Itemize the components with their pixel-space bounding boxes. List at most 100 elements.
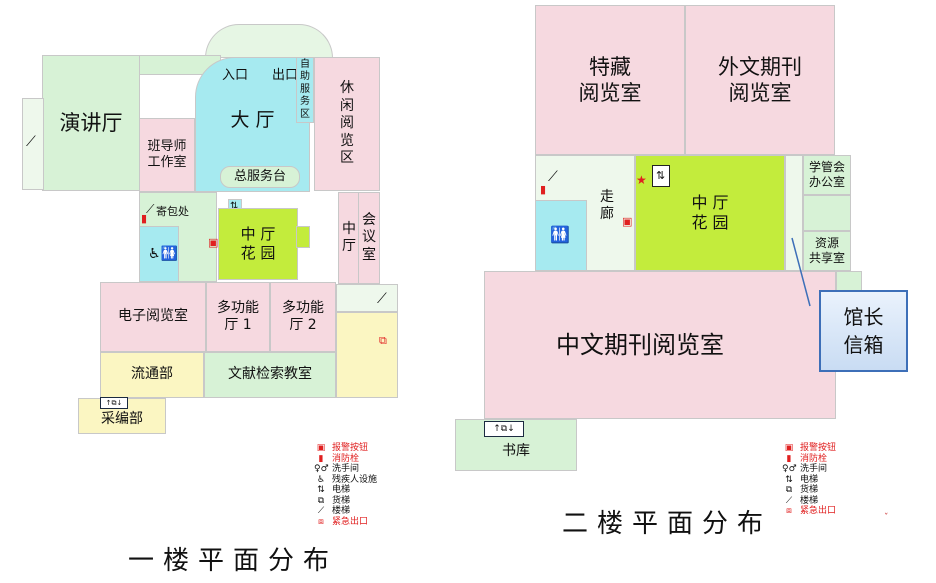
legend-row: ♀♂洗手间 (314, 464, 377, 475)
floor1-title: 一楼平面分布 (128, 546, 339, 576)
corner-mark-icon: ˇ (884, 513, 889, 523)
restroom-icon: ♀♂ (782, 464, 797, 474)
floor2-east-tab (836, 271, 862, 291)
legend-label: 楼梯 (332, 506, 351, 516)
room-courtyard-floor1[interactable]: 中 厅 花 园 (218, 208, 298, 280)
freight-elevator-icon: ↑⧉↓ (100, 397, 128, 409)
fire-hydrant-icon: ▮ (540, 183, 547, 196)
exit-label: 出口 (272, 68, 299, 83)
legend-row: ♿ 残疾人设施 (314, 475, 377, 486)
legend-row: ⧈ 紧急出口 (782, 506, 836, 517)
floor2-east-corridor (785, 155, 803, 271)
legend-label: 报警按钮 (332, 443, 369, 453)
fire-hydrant-icon: ▮ (318, 453, 324, 464)
legend-label: 货梯 (800, 485, 819, 495)
floor1-legend: ▣报警按钮▮消防栓♀♂洗手间♿残疾人设施⇅电梯⧉货梯⟋楼梯⧈紧急出口 (314, 443, 377, 527)
floor2-legend: ▣报警按钮▮消防栓♀♂洗手间⇅电梯⧉货梯⟋楼梯⧈紧急出口 (782, 443, 836, 517)
accessibility-icon: ♿ (316, 474, 326, 485)
legend-row: ⇅ 电梯 (782, 475, 836, 486)
floor1-stair-block-left: ⟋ (22, 98, 44, 190)
emergency-exit-icon: ⧈ (786, 506, 792, 516)
legend-label: 消防栓 (800, 453, 828, 464)
stairs-icon: ⟋ (377, 291, 387, 307)
legend-row: ⧈ 紧急出口 (314, 517, 377, 528)
floor2-title: 二楼平面分布 (562, 509, 773, 539)
stairs-icon: ⟋ (317, 506, 325, 516)
stairs-icon: ⟋ (548, 169, 558, 185)
freight-elevator-icon: ⧉ (317, 495, 325, 506)
legend-row: ▮ 消防栓 (314, 454, 377, 465)
floor1-roof-arch (205, 24, 333, 58)
courtyard-extension (296, 226, 310, 248)
stairs-icon: ⟋ (26, 134, 36, 150)
entrance-label: 入口 (222, 68, 249, 83)
floor1-east-wing: ⧉ (336, 312, 398, 398)
floor1-stair-block-right: ⟋ (336, 284, 398, 312)
fire-hydrant-icon: ▮ (141, 212, 148, 225)
legend-label: 电梯 (332, 485, 351, 495)
legend-row: ▣ 报警按钮 (782, 443, 836, 454)
legend-row: ⟋ 楼梯 (314, 506, 377, 517)
elevator-icon: ⇅ (785, 474, 793, 485)
alarm-button-icon: ▣ (784, 443, 794, 453)
alarm-button-icon: ▣ (208, 236, 219, 249)
room-restroom-floor2[interactable]: 🚻 (535, 200, 587, 271)
legend-label: 残疾人设施 (332, 474, 378, 485)
legend-label: 紧急出口 (332, 516, 369, 527)
mailbox-pointer-line (791, 237, 811, 307)
legend-label: 紧急出口 (800, 506, 837, 516)
room-service-desk[interactable]: 总服务台 (220, 166, 300, 188)
legend-label: 电梯 (800, 474, 819, 485)
room-multi-hall-2[interactable]: 多功能 厅 2 (270, 282, 336, 352)
room-chinese-periodicals[interactable]: 中文期刊阅览室 (484, 271, 836, 419)
room-circulation[interactable]: 流通部 (100, 352, 204, 398)
alarm-button-icon: ▣ (622, 215, 633, 228)
elevator-icon: ⇅ (656, 169, 666, 182)
legend-row: ▮ 消防栓 (782, 454, 836, 465)
room-academic-office[interactable]: 学管会 办公室 (803, 155, 851, 195)
legend-label: 洗手间 (332, 464, 360, 474)
elevator-icon: ⇅ (230, 201, 239, 212)
room-foreign-periodicals[interactable]: 外文期刊 阅览室 (685, 5, 835, 155)
star-you-are-here-icon: ★ (636, 173, 647, 187)
room-literature-search[interactable]: 文献检索教室 (204, 352, 336, 398)
legend-row: ▣ 报警按钮 (314, 443, 377, 454)
room-middle-hall[interactable]: 中 厅 (338, 192, 360, 284)
room-corridor[interactable]: 走 廊 (600, 188, 614, 223)
room-special-collection[interactable]: 特藏 阅览室 (535, 5, 685, 155)
restroom-icon: 🚻 (550, 225, 570, 244)
room-leisure-reading[interactable]: 休 闲 阅 览 区 (314, 57, 380, 191)
alarm-button-icon: ▣ (316, 443, 326, 453)
legend-row: ⧉ 货梯 (314, 496, 377, 507)
room-meeting-room[interactable]: 会 议 室 (358, 192, 380, 284)
emergency-exit-icon: ⧉ (379, 334, 387, 347)
freight-elevator-icon: ↑⧉↓ (484, 421, 524, 437)
stairs-icon: ⟋ (785, 495, 793, 506)
emergency-exit-icon: ⧈ (318, 516, 324, 527)
restroom-icon: ♿🚻 (148, 246, 178, 262)
legend-row: ⇅ 电梯 (314, 485, 377, 496)
restroom-icon: ♀♂ (314, 464, 329, 474)
room-lecture-hall[interactable]: 演讲厅 (42, 55, 140, 191)
room-restroom-floor1[interactable]: ♿🚻 (139, 226, 179, 282)
elevator-icon: ⇅ (317, 485, 325, 495)
legend-row: ⟋ 楼梯 (782, 496, 836, 507)
room-multi-hall-1[interactable]: 多功能 厅 1 (206, 282, 270, 352)
freight-elevator-icon: ⧉ (785, 485, 793, 495)
director-mailbox[interactable]: 馆长 信箱 (819, 290, 908, 372)
room-e-reading[interactable]: 电子阅览室 (100, 282, 206, 352)
legend-label: 楼梯 (800, 495, 819, 506)
legend-label: 消防栓 (332, 453, 360, 464)
floor2-elevator[interactable]: ⇅ (652, 165, 670, 187)
floor2-small-room (803, 195, 851, 231)
fire-hydrant-icon: ▮ (786, 453, 792, 464)
legend-label: 报警按钮 (800, 443, 837, 453)
room-class-advisor-office[interactable]: 班导师 工作室 (139, 118, 195, 192)
stairs-icon: ⟋ (146, 202, 155, 216)
room-self-service[interactable]: 自助 服务 区 (296, 57, 314, 123)
legend-label: 货梯 (332, 495, 351, 506)
legend-row: ⧉ 货梯 (782, 485, 836, 496)
legend-row: ♀♂洗手间 (782, 464, 836, 475)
legend-label: 洗手间 (800, 464, 828, 474)
